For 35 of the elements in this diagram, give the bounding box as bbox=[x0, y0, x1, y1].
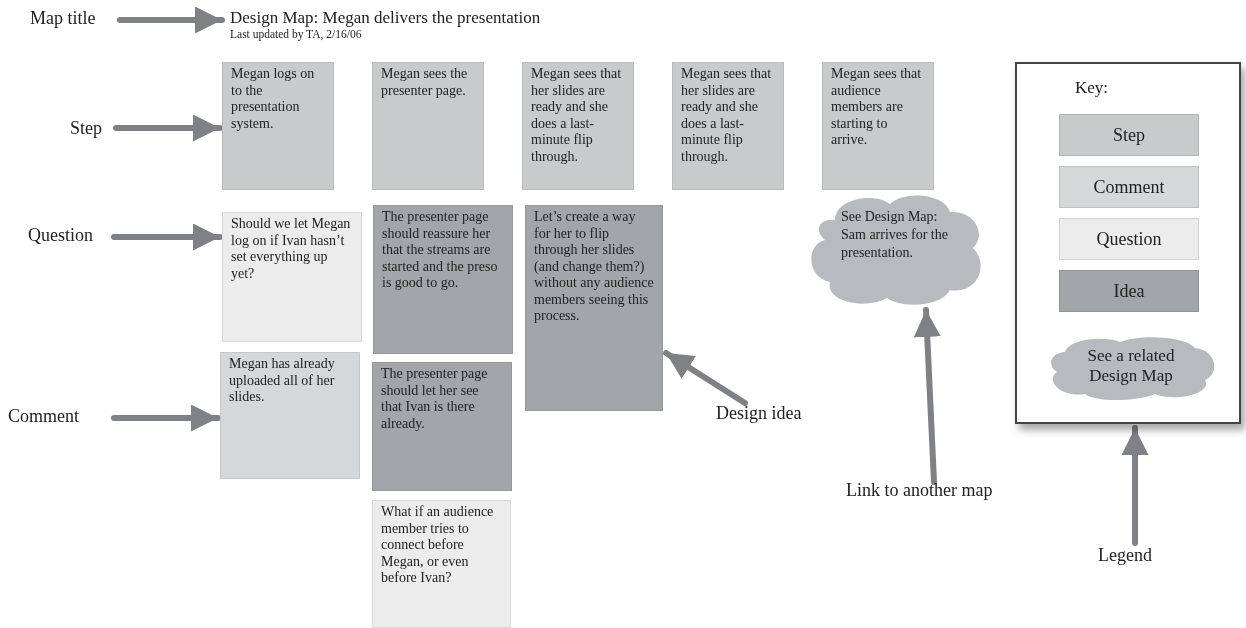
annotation-label: Comment bbox=[8, 406, 104, 430]
map-title: Design Map: Megan delivers the presentation bbox=[230, 8, 541, 28]
arrow bbox=[111, 223, 223, 251]
legend-label: See a related Design Map bbox=[1086, 346, 1176, 386]
comment-note: Megan has already uploaded all of her slides. bbox=[220, 352, 360, 479]
step-note: Megan sees that audience members are starting to arrive. bbox=[822, 62, 934, 190]
annotation-label: Legend bbox=[1098, 545, 1168, 569]
arrow bbox=[111, 404, 221, 432]
legend-swatch: Comment bbox=[1059, 166, 1199, 208]
idea-note: The presenter page should let her see that Ivan is there already. bbox=[372, 362, 512, 491]
annotation-label: Step bbox=[70, 118, 112, 142]
step-note: Megan sees that her slides are ready and she does a last-minute flip through. bbox=[672, 62, 784, 190]
step-note: Megan sees that her slides are ready and she does a last-minute flip through. bbox=[522, 62, 634, 190]
step-note: Megan logs on to the presentation system. bbox=[222, 62, 334, 190]
legend-swatch: Step bbox=[1059, 114, 1199, 156]
legend-swatch: Idea bbox=[1059, 270, 1199, 312]
annotation-label: Map title bbox=[30, 8, 115, 32]
step-note: Megan sees the presenter page. bbox=[372, 62, 484, 190]
annotation-label: Link to another map bbox=[846, 480, 1036, 504]
legend-panel bbox=[1015, 62, 1241, 424]
legend-swatch: Question bbox=[1059, 218, 1199, 260]
arrow bbox=[1121, 425, 1149, 546]
idea-note: Let’s create a way for her to flip through her slides (and change them?) without any audience members seeing this process. bbox=[525, 205, 663, 411]
question-note: Should we let Megan log on if Ivan hasn’t set everything up yet? bbox=[222, 212, 362, 342]
update-note: Last updated by TA, 2/16/06 bbox=[230, 28, 362, 40]
annotation-label: Design idea bbox=[716, 403, 816, 427]
legend-heading: Key: bbox=[1075, 78, 1109, 98]
arrow bbox=[663, 350, 748, 406]
arrow bbox=[117, 6, 225, 34]
link-text: See Design Map: Sam arrives for the presentation. bbox=[841, 208, 949, 262]
arrow bbox=[913, 307, 941, 485]
idea-note: The presenter page should reassure her that the streams are started and the preso is good to go. bbox=[373, 205, 513, 354]
arrow bbox=[113, 114, 223, 142]
annotation-label: Question bbox=[28, 225, 110, 249]
question-note: What if an audience member tries to connect before Megan, or even before Ivan? bbox=[372, 500, 511, 628]
